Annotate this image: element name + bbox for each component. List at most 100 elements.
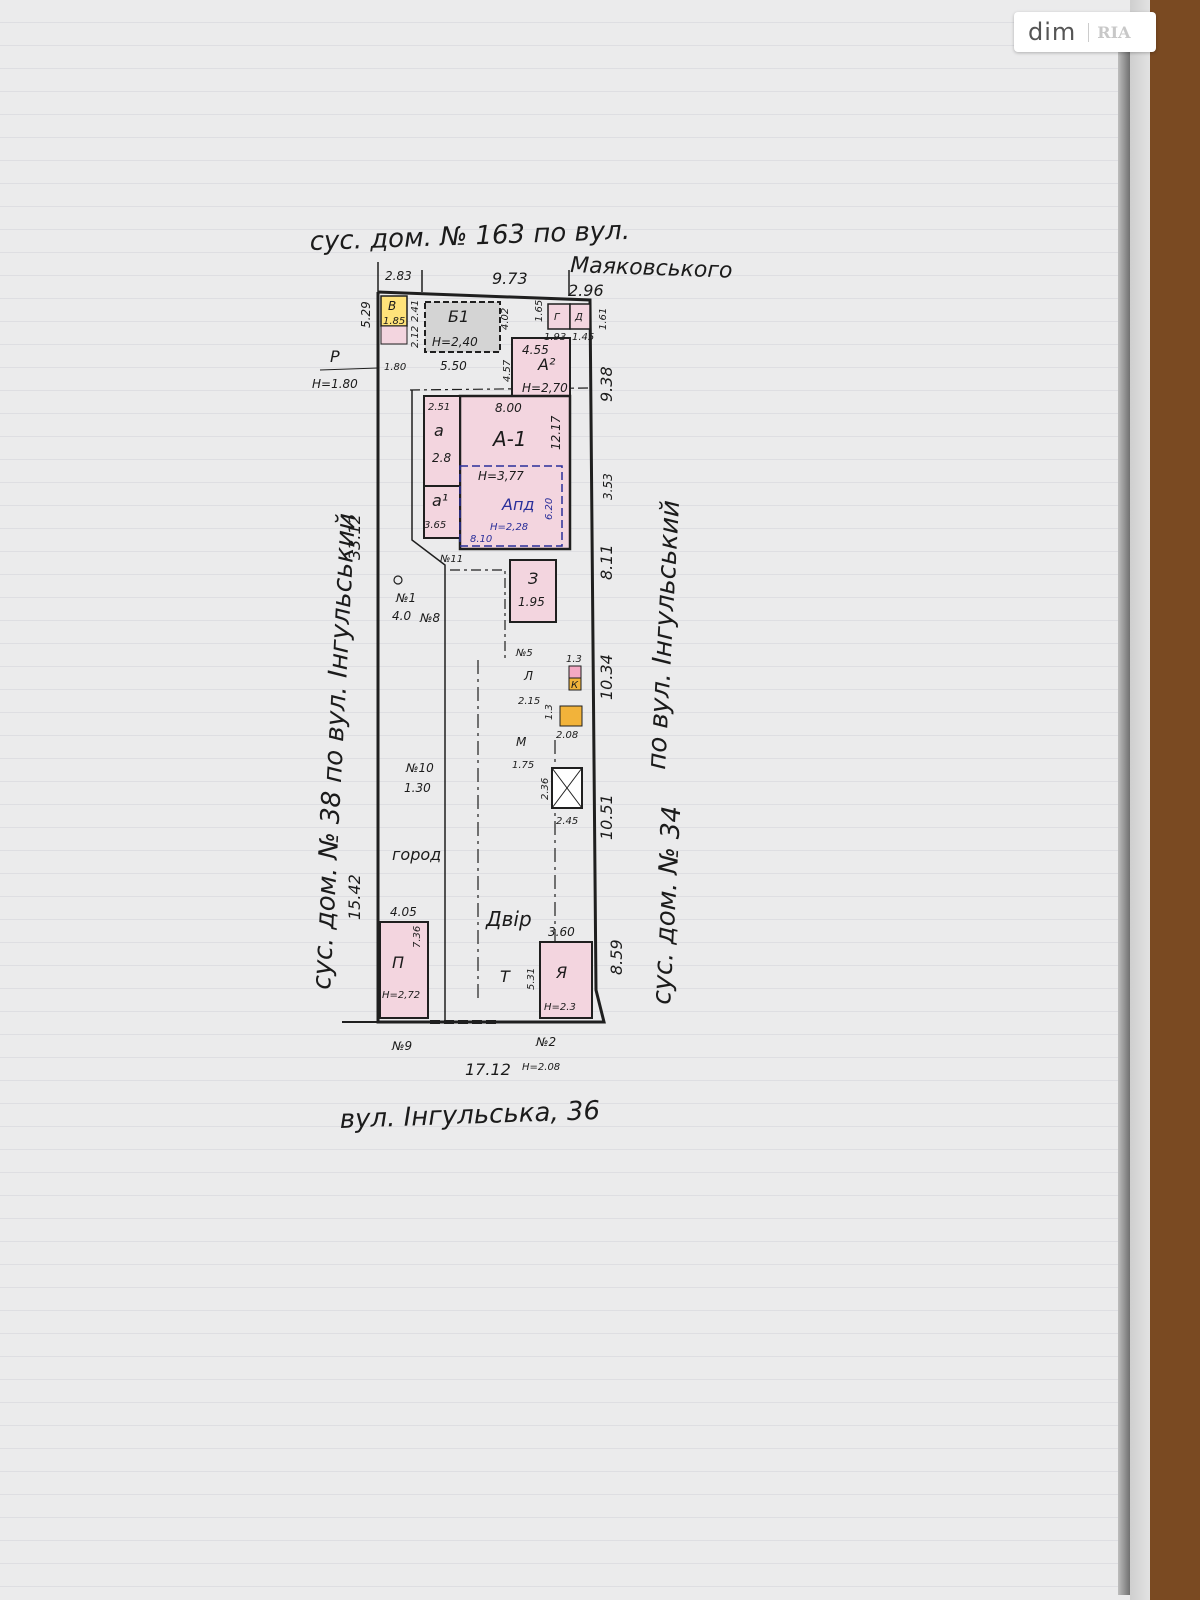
street-right-lower: сус. дом. № 34 [647, 805, 687, 1005]
label-r-w: 1.80 [384, 362, 406, 373]
building-l [559, 705, 583, 727]
label-p-d: 7.36 [412, 926, 423, 948]
label-k: К [571, 680, 579, 691]
label-a2-w: 4.55 [522, 343, 549, 357]
label-top-small1: 1.65 [534, 300, 545, 322]
label-a1-w: 8.00 [495, 401, 522, 415]
dim-right-e: 10.51 [597, 794, 616, 840]
building-apd [459, 465, 563, 547]
building-p [379, 921, 429, 1019]
label-ya-w: 3.60 [548, 925, 575, 939]
building-a [423, 395, 461, 487]
label-b1-w: 5.50 [440, 359, 467, 373]
street-top-line1: сус. дом. № 163 по вул. [309, 216, 630, 257]
label-d: Д [574, 312, 583, 323]
building-z [509, 559, 557, 623]
label-b1-d1: 2.12 [410, 326, 421, 348]
label-t: Т [500, 967, 511, 986]
label-n11: №11 [439, 554, 463, 565]
dim-right-a: 9.38 [597, 366, 616, 402]
label-b1: Б1 [448, 307, 469, 326]
dim-left-b: 15.42 [345, 874, 364, 920]
path-line-mid [450, 569, 506, 660]
watermark-brand: dim [1028, 18, 1077, 46]
building-a-one [423, 485, 461, 539]
building-l-small [568, 665, 582, 679]
label-apd-w: 8.10 [470, 534, 492, 545]
plot-boundary [376, 290, 606, 1024]
street-top-line2: Маяковського [570, 253, 733, 284]
label-a1: А-1 [491, 427, 527, 451]
label-n2-height: Н=2.08 [522, 1062, 560, 1073]
label-n1-v: 4.0 [392, 609, 411, 623]
label-a2: А² [537, 355, 556, 374]
label-ya: Я [555, 963, 567, 982]
street-bottom: вул. Інгульська, 36 [339, 1096, 600, 1135]
building-v [380, 295, 408, 327]
label-l-w: 2.15 [518, 696, 540, 707]
building-b1 [424, 301, 501, 353]
label-v: В [388, 299, 396, 313]
label-m-d: 2.36 [540, 778, 551, 800]
building-a1 [458, 394, 572, 551]
dim-right-c: 8.11 [597, 544, 616, 580]
label-v-size: 1.85 [383, 316, 405, 327]
label-a1-d: 12.17 [549, 415, 563, 450]
label-top-small5: 4.02 [500, 308, 511, 330]
label-n1: №1 [395, 591, 416, 605]
label-n2: №2 [535, 1035, 556, 1049]
label-n10-v: 1.30 [404, 781, 431, 795]
label-a-one-d: 3.65 [424, 520, 446, 531]
label-r: Р [330, 347, 340, 366]
label-apd: Апд [501, 495, 534, 514]
label-r-height: Н=1.80 [312, 377, 358, 391]
label-dvir: Двір [485, 907, 532, 931]
dim-right-b: 3.53 [601, 473, 615, 500]
page-shadow [1118, 50, 1130, 1595]
label-b1-d2: 2.41 [410, 300, 421, 322]
label-top-small3: 1.93 [544, 332, 566, 343]
building-a2 [511, 337, 571, 397]
label-n5: №5 [515, 648, 533, 659]
dim-left-a: 5.29 [359, 301, 373, 328]
label-a2-height: Н=2,70 [522, 381, 568, 395]
building-ya [539, 941, 593, 1019]
watermark-badge: dim RIA [1014, 12, 1156, 52]
label-m-w2: 2.45 [556, 816, 578, 827]
inner-fence-left [411, 390, 446, 1022]
label-k-size: 1.3 [566, 654, 582, 665]
label-a-d2: 2.8 [432, 451, 451, 465]
building-k [568, 677, 582, 691]
label-apd-height: Н=2,28 [490, 522, 528, 533]
building-v-annex [380, 325, 408, 345]
label-gorod: город [392, 845, 441, 864]
label-a-one: а¹ [432, 491, 448, 510]
site-plan-diagram: сус. дом. № 163 по вул. Маяковського сус… [307, 216, 733, 1135]
watermark-mark: RIA [1088, 22, 1130, 42]
label-ya-d: 5.31 [526, 968, 537, 990]
dim-left-total: 33.12 [345, 514, 364, 560]
label-l: Л [523, 669, 533, 683]
dim-top-a: 2.83 [385, 269, 412, 283]
dim-bottom-total: 17.12 [465, 1060, 511, 1079]
page-edge [1130, 0, 1150, 1600]
building-m-cross2 [551, 767, 583, 809]
label-z-w: 1.95 [518, 595, 545, 609]
well-symbol [393, 575, 403, 585]
label-top-small4: 1.45 [572, 332, 594, 343]
label-l-d1: 1.3 [544, 704, 555, 720]
label-m-w: 1.75 [512, 760, 534, 771]
dim-right-d: 10.34 [597, 654, 616, 700]
dim-right-f: 8.59 [607, 939, 626, 975]
label-g: Г [554, 312, 561, 323]
label-p-w: 4.05 [390, 905, 417, 919]
dim-top-b: 9.73 [492, 269, 528, 288]
label-z: З [528, 569, 538, 588]
dim-top-c: 2.96 [568, 281, 604, 300]
label-n10: №10 [405, 761, 434, 775]
label-l-d2: 2.08 [556, 730, 578, 741]
label-a-d1: 2.51 [428, 402, 450, 413]
label-top-small2: 1.61 [598, 308, 609, 330]
building-d [569, 303, 591, 330]
label-n9: №9 [391, 1039, 412, 1053]
